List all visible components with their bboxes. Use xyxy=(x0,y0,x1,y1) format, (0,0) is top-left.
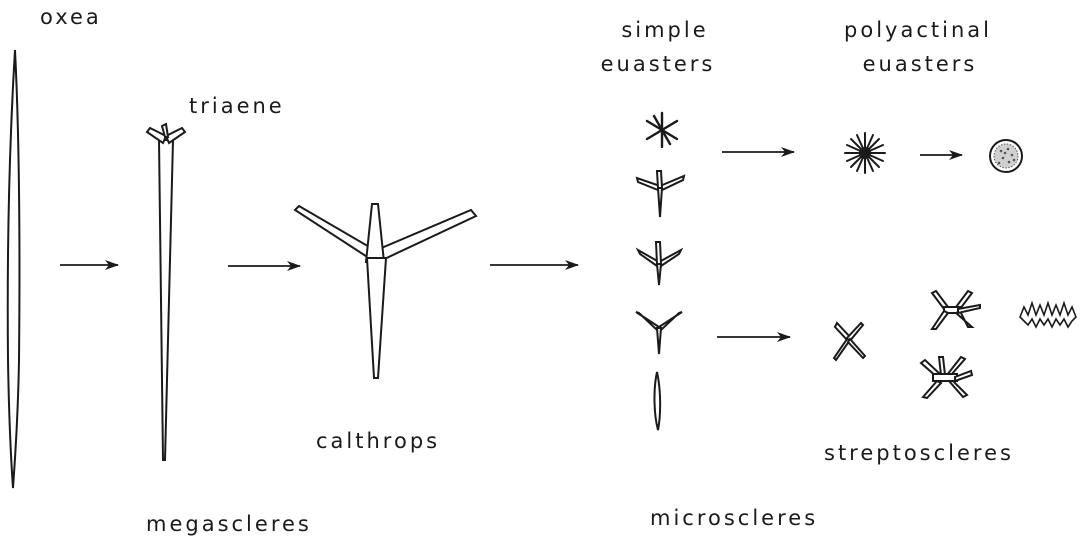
simple-euaster-monact xyxy=(654,372,660,430)
simple-euaster-tetract-2 xyxy=(638,242,681,285)
polyactinal-euaster-star xyxy=(845,133,885,173)
label-oxea: oxea xyxy=(40,4,102,30)
label-calthrops: calthrops xyxy=(316,428,440,454)
triaene-spicule xyxy=(147,124,185,460)
calthrops-spicule xyxy=(295,204,476,378)
streptosclere-x xyxy=(834,323,865,360)
streptosclere-spiraster-1 xyxy=(932,291,980,329)
label-simple-euasters-line1: simple xyxy=(598,17,732,43)
label-microscleres: microscleres xyxy=(650,505,818,531)
simple-euaster-triact xyxy=(636,312,682,354)
label-megascleres: megascleres xyxy=(146,511,312,537)
label-polyactinal-euasters-line2: euasters xyxy=(853,51,987,77)
polyactinal-euaster-sphere xyxy=(990,140,1022,172)
oxea-spicule xyxy=(8,50,20,488)
simple-euaster-star xyxy=(647,113,677,147)
label-simple-euasters-line2: euasters xyxy=(591,51,725,77)
streptosclere-amphiaster xyxy=(1020,303,1076,327)
label-streptoscleres: streptoscleres xyxy=(824,440,1014,466)
label-triaene: triaene xyxy=(189,93,285,119)
streptosclere-spiraster-2 xyxy=(921,357,972,398)
label-polyactinal-euasters-line1: polyactinal xyxy=(826,17,1010,43)
simple-euaster-tetract-1 xyxy=(637,171,684,217)
